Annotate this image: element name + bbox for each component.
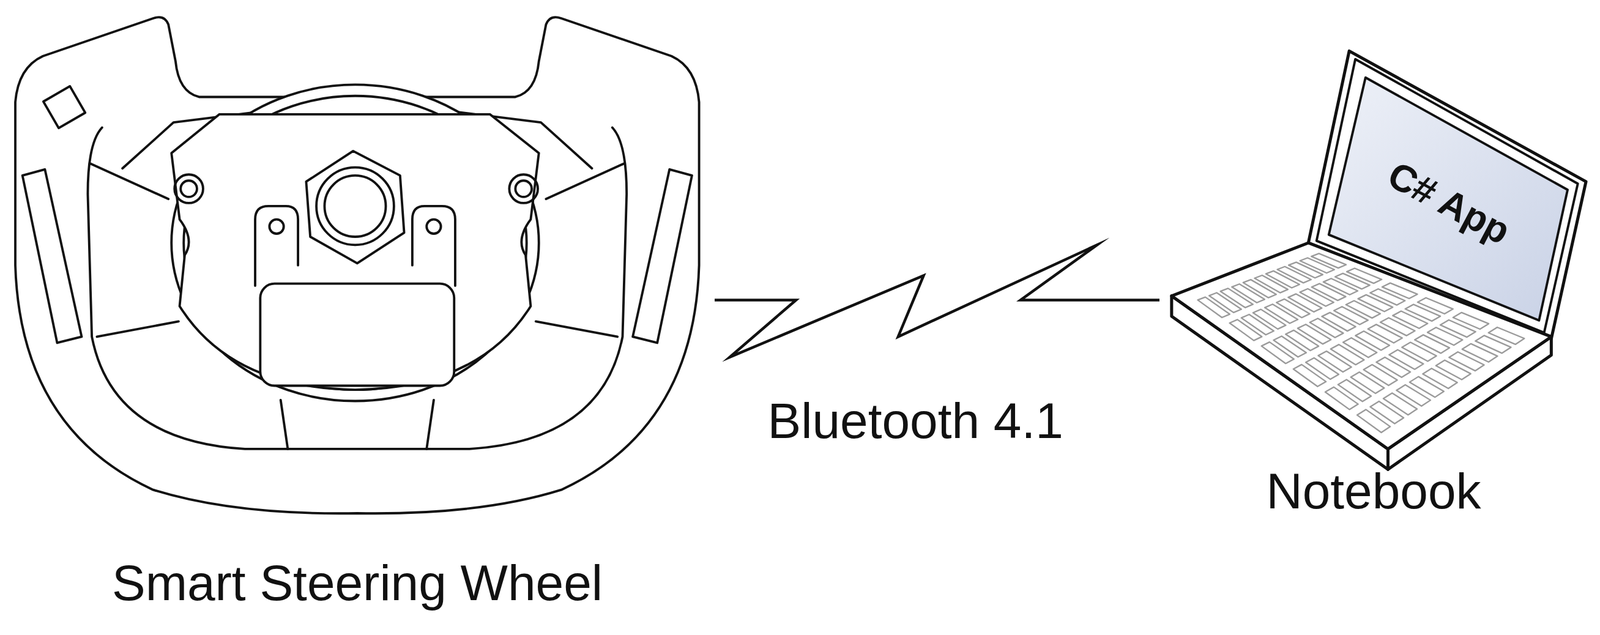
- key: [1401, 342, 1437, 362]
- key: [1392, 311, 1428, 329]
- key: [1264, 304, 1298, 324]
- key: [1343, 337, 1377, 358]
- key: [1462, 343, 1498, 363]
- key: [1317, 351, 1351, 373]
- key: [1309, 318, 1344, 338]
- key: [1335, 273, 1370, 290]
- key: [1265, 271, 1300, 289]
- key: [1357, 409, 1391, 433]
- key: [1338, 379, 1372, 402]
- key: [1383, 393, 1418, 416]
- wireless-link: [714, 244, 1160, 357]
- node-label: Notebook: [1265, 462, 1481, 521]
- steering-wheel: [15, 17, 700, 514]
- key: [1273, 335, 1307, 357]
- key: [1311, 283, 1347, 301]
- key: [1380, 317, 1416, 336]
- key: [1453, 312, 1489, 330]
- key: [1300, 258, 1335, 274]
- link-label: Bluetooth 4.1: [762, 392, 1069, 450]
- key: [1422, 368, 1457, 389]
- key: [1285, 330, 1319, 351]
- key: [1355, 331, 1390, 350]
- key: [1369, 401, 1404, 425]
- key: [1277, 266, 1312, 284]
- key: [1448, 351, 1484, 371]
- key: [1368, 324, 1403, 343]
- key: [1396, 384, 1431, 407]
- key: [1276, 299, 1310, 318]
- key: [1241, 314, 1274, 335]
- screen-text: C# App: [1380, 152, 1517, 254]
- key: [1288, 262, 1323, 279]
- key: [1376, 357, 1411, 378]
- key: [1305, 357, 1339, 380]
- key: [1346, 301, 1381, 319]
- key: [1382, 283, 1418, 299]
- key: [1287, 293, 1322, 312]
- key: [1414, 334, 1450, 354]
- device-node: Smart Steering Wheel: [0, 0, 715, 625]
- key: [1358, 294, 1394, 312]
- key: [1321, 312, 1356, 332]
- key: [1293, 364, 1326, 387]
- key: [1325, 387, 1359, 410]
- key: [1409, 376, 1444, 398]
- key: [1369, 288, 1405, 305]
- notebook-illustration: [1171, 50, 1586, 470]
- key: [1488, 327, 1525, 345]
- key: [1300, 288, 1334, 306]
- key: [1297, 324, 1331, 344]
- key: [1243, 279, 1277, 298]
- key: [1405, 304, 1441, 322]
- key: [1363, 364, 1398, 386]
- node-label: Smart Steering Wheel: [111, 554, 603, 612]
- key: [1436, 360, 1471, 380]
- key: [1388, 349, 1424, 370]
- key: [1253, 309, 1287, 330]
- key: [1231, 283, 1265, 303]
- key: [1330, 344, 1365, 365]
- key: [1417, 297, 1454, 314]
- key: [1229, 319, 1263, 341]
- key: [1311, 253, 1347, 268]
- screen-area: C# App: [1357, 166, 1541, 240]
- key: [1350, 372, 1385, 394]
- key: [1346, 267, 1382, 284]
- key: [1475, 335, 1511, 354]
- key: [1323, 278, 1358, 295]
- key: [1261, 342, 1295, 364]
- key: [1254, 275, 1288, 294]
- key: [1333, 306, 1369, 325]
- computer-node: Notebook C# App: [1159, 42, 1588, 527]
- key: [1427, 327, 1463, 346]
- key: [1440, 320, 1476, 338]
